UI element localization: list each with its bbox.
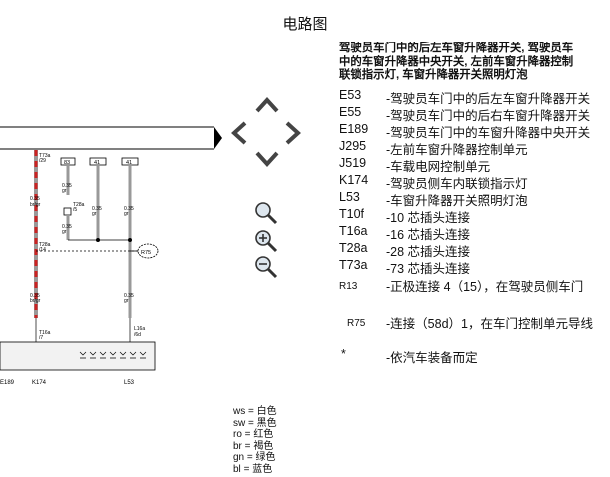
color-name: 绿色: [255, 452, 276, 463]
connector-mid-1-pin: /14: [39, 247, 46, 253]
legend-code: L53: [339, 190, 360, 204]
legend-desc: -16 芯插头连接: [386, 228, 471, 242]
legend-code: J519: [339, 156, 367, 170]
connector-bot-1-pin: /7: [39, 335, 43, 341]
color-abbr: ro: [233, 429, 242, 440]
legend-code: T28a: [339, 241, 368, 255]
component-legend: E53 -驾驶员车门中的后左车窗升降器开关 E55 -驾驶员车门中的后右车窗升降器开…: [339, 88, 610, 368]
color-key-row: ws = 白色: [233, 406, 277, 417]
terminal-label-3: 41: [126, 160, 132, 166]
label-e189: E189: [0, 380, 15, 386]
connector-bot-2-pin: /6d: [134, 332, 141, 338]
pan-up-icon[interactable]: [255, 95, 279, 115]
pan-left-icon[interactable]: [229, 121, 249, 145]
legend-desc: -73 芯插头连接: [386, 262, 471, 276]
label-l53: L53: [124, 380, 135, 386]
color-key-row: ro = 红色: [233, 429, 274, 440]
legend-desc: -依汽车装备而定: [386, 351, 478, 365]
wire-color-5: gr: [124, 211, 129, 217]
page-title: 电路图: [282, 16, 328, 33]
legend-desc: -车窗升降器开关照明灯泡: [386, 194, 528, 208]
legend-desc: -驾驶员车门中的后左车窗升降器开关: [386, 92, 591, 106]
connector-bot-1: T16a: [39, 330, 51, 336]
connector-top-pin: /29: [39, 158, 46, 164]
legend-code: T73a: [339, 258, 368, 272]
wire-size-7: 0.35: [124, 293, 134, 299]
legend-desc: -左前车窗升降器控制单元: [386, 143, 528, 157]
wire-color-2: gr: [62, 188, 67, 194]
legend-code: R75: [347, 318, 366, 329]
color-name: 褐色: [253, 440, 274, 452]
color-abbr: gn: [233, 452, 245, 463]
wire-color-4: gr: [92, 211, 97, 217]
color-key-row: sw = 黑色: [233, 417, 277, 429]
junction-label: R75: [141, 250, 151, 256]
circuit-diagram: 83 41 41 R75 T73a /29 0.35 br/gr 0.35 gr…: [0, 126, 222, 386]
color-key-row: br = 褐色: [233, 440, 274, 452]
legend-code: E55: [339, 105, 362, 119]
terminal-label-2: 41: [94, 160, 100, 166]
legend-desc: -连接（58d）1，在车门控制单元导线: [386, 317, 593, 331]
color-abbr: bl: [233, 463, 241, 475]
panel-expand-arrow-icon[interactable]: [214, 127, 222, 149]
terminal-label-1: 83: [64, 160, 70, 166]
legend-code: J295: [339, 139, 367, 153]
wire-size-1: 0.35: [30, 196, 40, 202]
color-abbr: br: [233, 440, 242, 452]
color-name: 红色: [253, 429, 274, 440]
legend-code: E53: [339, 88, 362, 102]
wire-size-6: 0.35: [30, 293, 40, 299]
zoom-fit-icon[interactable]: [253, 200, 279, 226]
legend-code: K174: [339, 173, 369, 187]
legend-desc: -正极连接 4（15），在驾驶员侧车门: [386, 280, 584, 294]
wire-size-3: 0.35: [62, 224, 72, 230]
color-key-row: bl = 蓝色: [233, 463, 273, 475]
wire-color-1: br/gr: [30, 202, 41, 208]
color-name: 蓝色: [252, 463, 273, 475]
color-key-row: gn = 绿色: [233, 452, 276, 463]
connector-bot-2: L16a: [134, 326, 145, 332]
color-abbr: ws: [233, 406, 246, 417]
wire-size-5: 0.35: [124, 206, 134, 212]
connector-top-label: T73a: [39, 153, 51, 159]
wire-color-key: ws = 白色 sw = 黑色 ro = 红色 br = 褐色 gn = 绿色 …: [233, 406, 277, 475]
legend-desc: -驾驶员侧车内联锁指示灯: [386, 177, 528, 191]
legend-desc: -驾驶员车门中的后右车窗升降器开关: [386, 109, 591, 123]
heading-line-1: 驾驶员车门中的后左车窗升降器开关, 驾驶员车: [339, 42, 574, 54]
label-k174: K174: [32, 380, 47, 386]
connector-mid-2-pin: /5: [73, 207, 77, 213]
legend-code: R13: [339, 281, 358, 292]
pan-down-icon[interactable]: [255, 149, 279, 169]
junction-r75: [137, 243, 159, 259]
connector-mid-2: T28a: [73, 202, 85, 208]
legend-code: *: [341, 347, 346, 361]
legend-desc: -10 芯插头连接: [386, 211, 471, 225]
wire-size-4: 0.35: [92, 206, 102, 212]
color-name: 黑色: [256, 417, 277, 429]
heading-line-3: 联锁指示灯, 车窗升降器开关照明灯泡: [339, 69, 528, 81]
color-name: 白色: [256, 406, 277, 417]
zoom-in-icon[interactable]: [253, 228, 279, 254]
pan-control: [229, 95, 305, 171]
legend-code: E189: [339, 122, 369, 136]
wire-color-3: gr: [62, 229, 67, 235]
wire-size-2: 0.35: [62, 183, 72, 189]
diagram-heading: 驾驶员车门中的后左车窗升降器开关, 驾驶员车 中的车窗升降器中央开关, 左前车窗…: [339, 42, 610, 83]
heading-line-2: 中的车窗升降器中央开关, 左前车窗升降器控制: [339, 55, 574, 68]
pan-right-icon[interactable]: [283, 121, 303, 145]
legend-code: T16a: [339, 224, 368, 238]
legend-desc: -28 芯插头连接: [386, 245, 471, 259]
color-abbr: sw: [233, 417, 246, 429]
legend-desc: -驾驶员车门中的车窗升降器中央开关: [386, 126, 591, 140]
zoom-out-icon[interactable]: [253, 254, 279, 280]
wire-color-6: br/gr: [30, 298, 41, 304]
legend-desc: -车载电网控制单元: [386, 160, 491, 174]
legend-code: T10f: [339, 207, 365, 221]
wire-color-7: gr: [124, 298, 129, 304]
connector-mid-1: T28a: [39, 242, 51, 248]
